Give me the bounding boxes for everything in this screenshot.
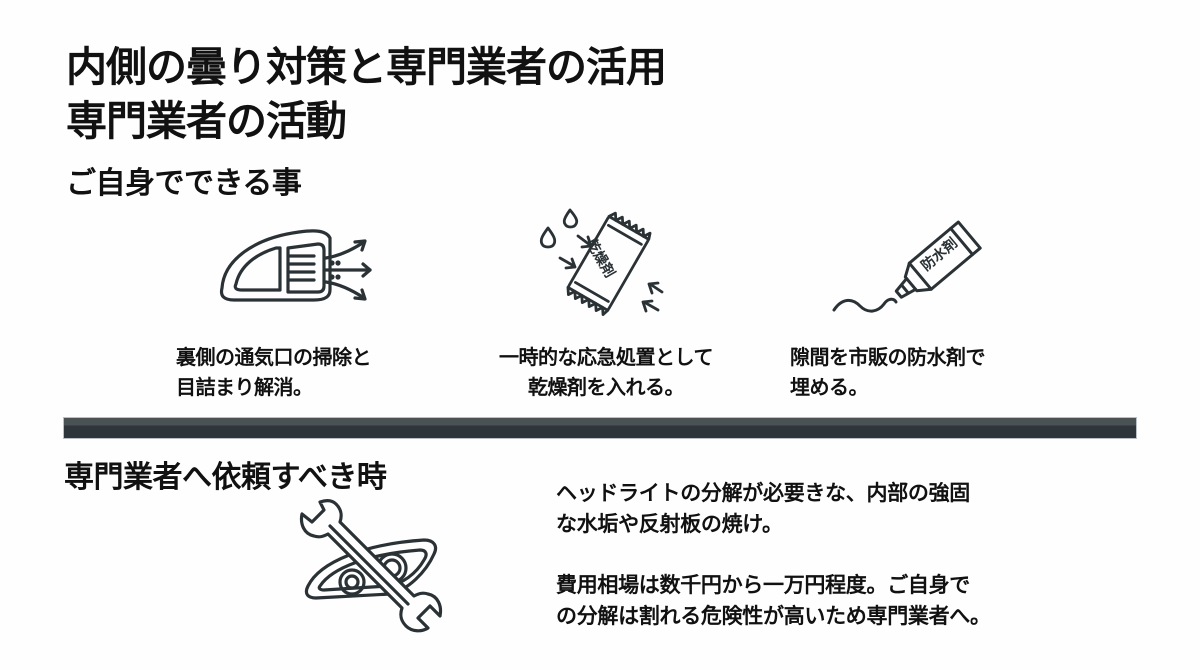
diy-tip-desiccant-line2: 乾燥剤を入れる。 (528, 375, 685, 399)
diy-tip-sealant-line2: 埋める。 (790, 375, 869, 399)
diy-tip-desiccant-line1: 一時的な応急処置として (499, 345, 713, 369)
diy-tip-sealant-line1: 隙間を市販の防水剤で (790, 345, 986, 369)
professional-cost-line2: の分解は割れる危険性が高いため専門業者へ。 (556, 604, 991, 628)
professional-condition-line1: ヘッドライトの分解が必要きな、内部の強固 (556, 481, 970, 505)
professional-cost-text: 費用相場は数千円から一万円程度。ご自身で の分解は割れる危険性が高いため専門業者… (556, 570, 991, 632)
diy-tip-vent-cleaning-line2: 目詰まり解消。 (176, 375, 313, 399)
diy-tip-vent-cleaning: 裏側の通気口の掃除と 目詰まり解消。 (176, 342, 372, 402)
professional-condition-line2: な水垢や反射板の焼け。 (556, 512, 783, 536)
professional-condition-text: ヘッドライトの分解が必要きな、内部の強固 な水垢や反射板の焼け。 (556, 478, 970, 540)
diy-tip-desiccant: 一時的な応急処置として 乾燥剤を入れる。 (476, 342, 736, 402)
desiccant-packet-icon: 乾燥剤 (530, 200, 670, 320)
headlight-vent-airflow-icon (214, 220, 374, 310)
diy-section-title: ご自身でできる事 (66, 166, 302, 201)
wrench-headlight-icon (294, 499, 444, 640)
professional-section-title: 専門業者へ依頼すべき時 (64, 460, 387, 495)
page-title: 内側の曇り対策と専門業者の活用 専門業者の活動 (66, 40, 667, 148)
waterproof-sealant-tube-icon: 防水剤 (828, 200, 998, 320)
diy-tip-sealant: 隙間を市販の防水剤で 埋める。 (790, 342, 986, 402)
professional-cost-line1: 費用相場は数千円から一万円程度。ご自身で (556, 573, 970, 597)
section-divider (64, 418, 1136, 438)
page-title-line2: 専門業者の活動 (66, 97, 347, 145)
diy-tip-vent-cleaning-line1: 裏側の通気口の掃除と (176, 345, 372, 369)
page-title-line1: 内側の曇り対策と専門業者の活用 (66, 43, 667, 91)
